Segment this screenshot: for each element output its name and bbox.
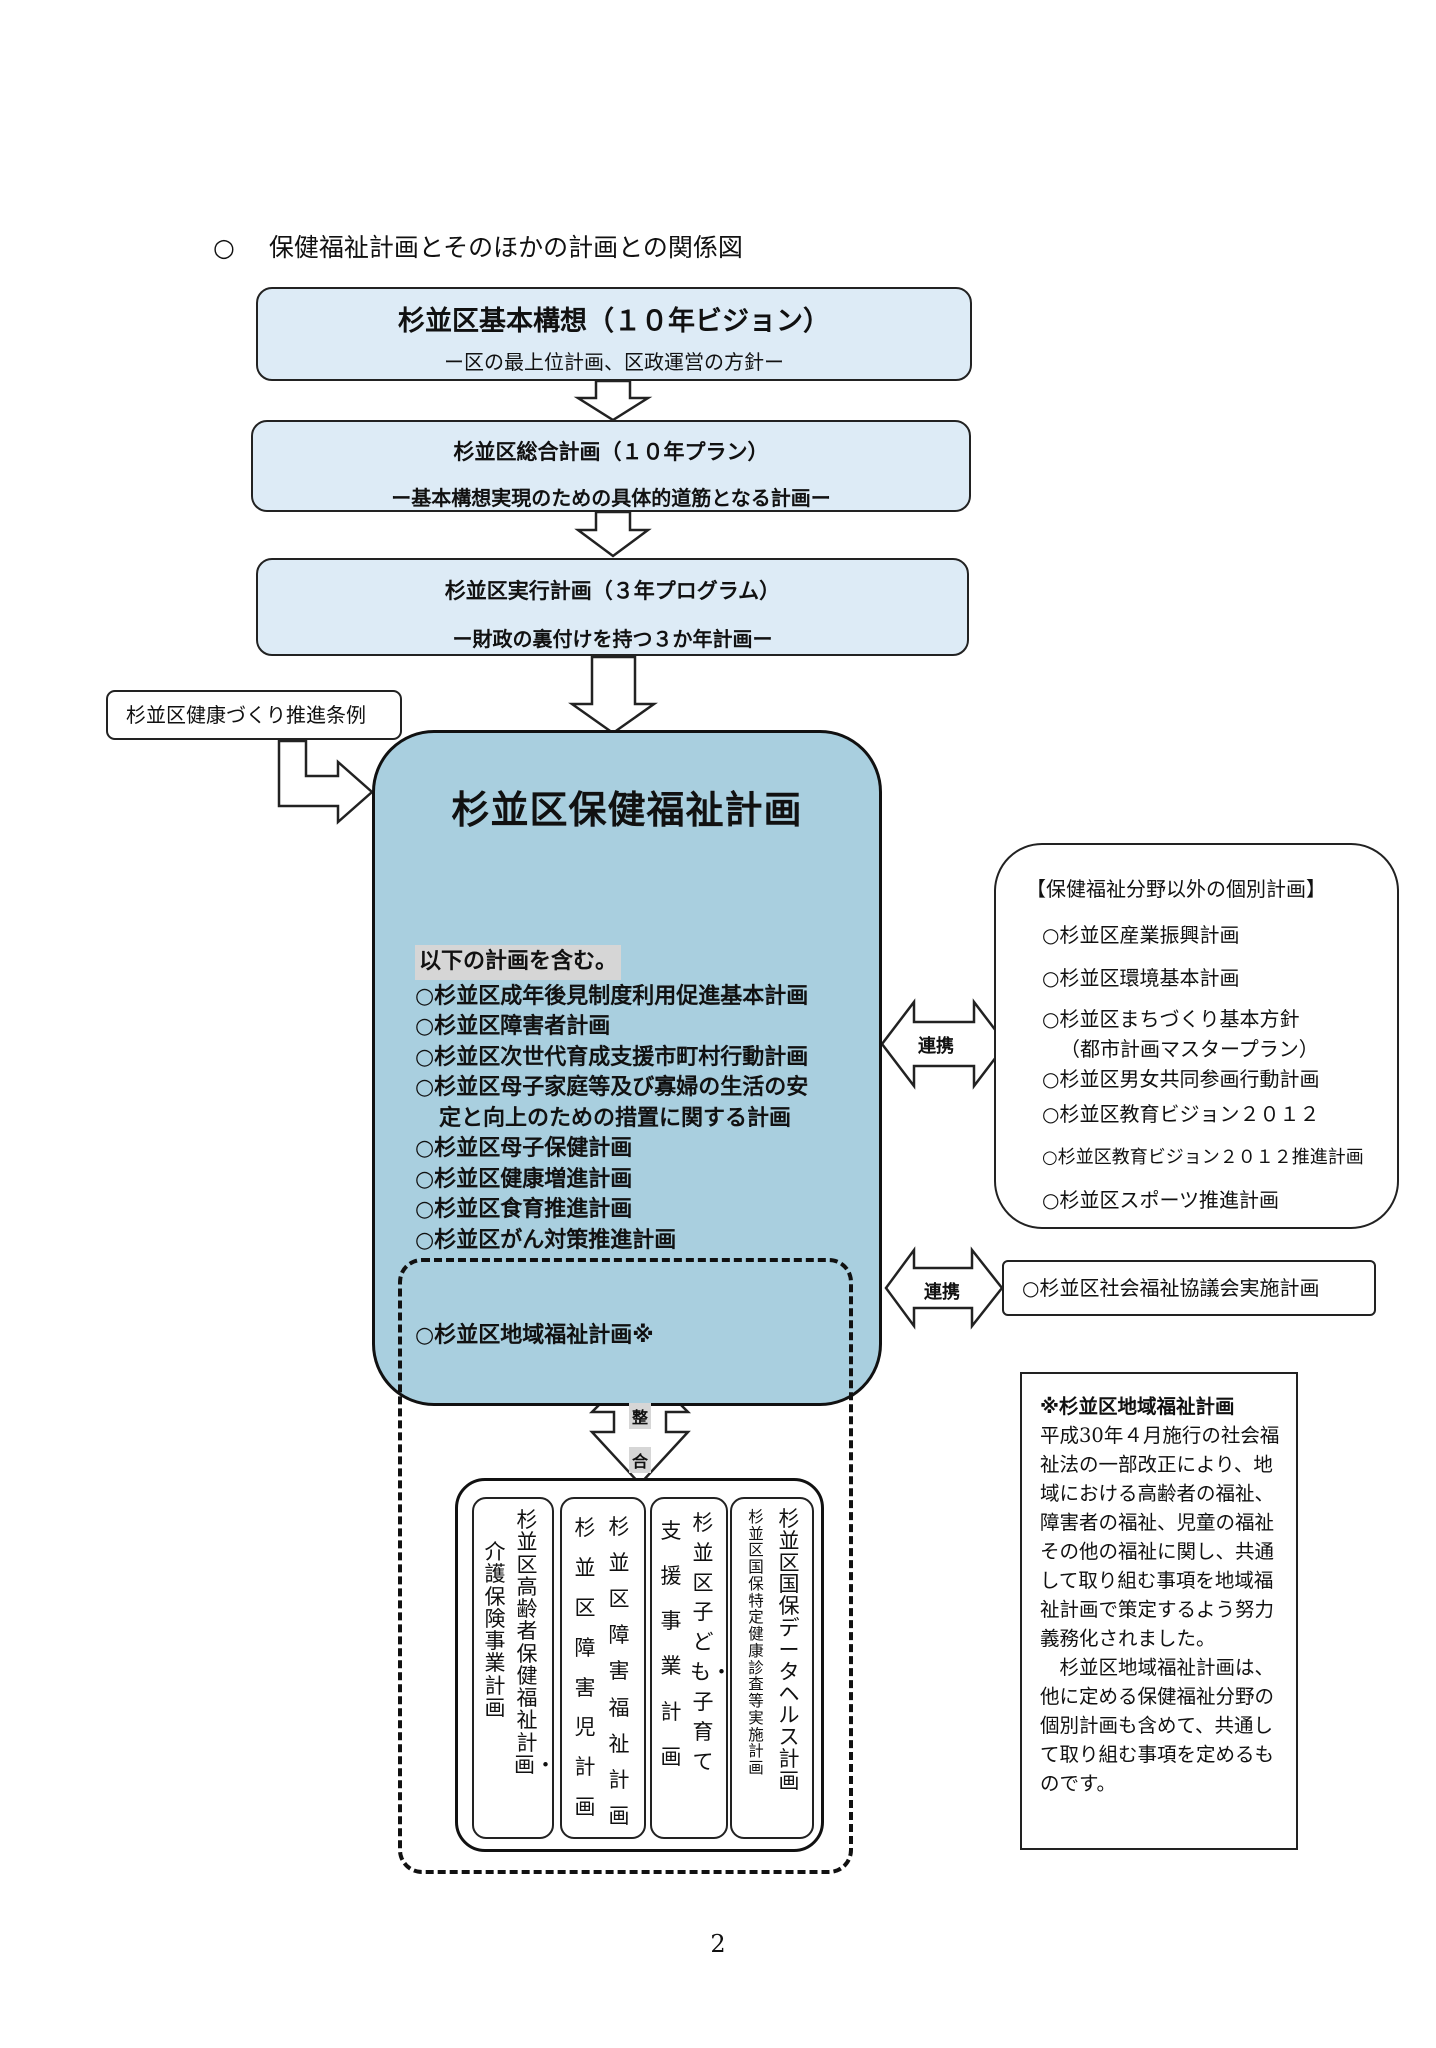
list-item: ○杉並区がん対策推進計画 xyxy=(415,1227,677,1253)
sub-plan-line: 杉並区子ども・子育て xyxy=(690,1511,732,1774)
list-item: ○杉並区健康増進計画 xyxy=(415,1166,633,1192)
included-plans-list: 以下の計画を含む。 ○杉並区成年後見制度利用促進基本計画 ○杉並区障害者計画 ○… xyxy=(415,945,808,1256)
list-item: ○杉並区次世代育成支援市町村行動計画 xyxy=(415,1044,809,1070)
health-ordinance-box: 杉並区健康づくり推進条例 xyxy=(106,690,402,740)
renkei-label-1: 連携 xyxy=(918,1036,954,1057)
community-plan-dashed-frame xyxy=(398,1258,853,1874)
sub-plan-line: 支援事業計画 xyxy=(660,1519,682,1769)
sub-plan-elderly: 杉並区高齢者保健福祉計画・ 介護保険事業計画 xyxy=(472,1497,556,1839)
includes-label: 以下の計画を含む。 xyxy=(415,945,622,980)
jikko-title: 杉並区実行計画（３年プログラム） xyxy=(444,579,781,603)
down-arrow-3 xyxy=(568,655,658,735)
vision-title: 杉並区基本構想（１０年ビジョン） xyxy=(398,306,830,337)
list-item: ○杉並区男女共同参画行動計画 xyxy=(1042,1067,1320,1091)
sub-plan-children: 杉並区子ども・子育て 支援事業計画 xyxy=(650,1497,732,1839)
sub-plan-line: 介護保険事業計画 xyxy=(484,1540,506,1720)
vision-box: 杉並区基本構想（１０年ビジョン） ー区の最上位計画、区政運営の方針ー xyxy=(256,287,972,381)
sub-plan-line: 杉並区国保特定健康診査等実施計画 xyxy=(748,1508,764,1778)
other-plans-box: 【保健福祉分野以外の個別計画】 ○杉並区産業振興計画 ○杉並区環境基本計画 ○杉… xyxy=(994,843,1399,1229)
list-item: ○杉並区まちづくり基本方針 xyxy=(1042,1007,1300,1031)
elbow-arrow xyxy=(277,739,374,825)
list-item: （都市計画マスタープラン） xyxy=(1060,1037,1319,1061)
heading-bullet: ○ xyxy=(213,233,235,262)
sub-plan-line: 杉並区高齢者保健福祉計画・ xyxy=(514,1508,556,1777)
list-item: ○杉並区教育ビジョン２０１２ xyxy=(1042,1102,1320,1126)
list-item: ○杉並区教育ビジョン２０１２推進計画 xyxy=(1042,1147,1364,1168)
sub-plan-line: 杉並区障害児計画 xyxy=(574,1516,596,1820)
list-item: ○杉並区食育推進計画 xyxy=(415,1197,633,1222)
list-item: 定と向上のための措置に関する計画 xyxy=(439,1105,792,1131)
sub-plan-line: 杉並区障害福祉計画 xyxy=(608,1515,630,1828)
sogo-subtitle: ー基本構想実現のための具体的道筋となる計画ー xyxy=(391,486,831,510)
seigo-label-1: 整 xyxy=(629,1403,652,1429)
list-item: ○杉並区産業振興計画 xyxy=(1042,923,1240,947)
heading-text: 保健福祉計画とそのほかの計画との関係図 xyxy=(268,233,743,262)
list-item: ○杉並区障害者計画 xyxy=(415,1014,611,1039)
note-title: ※杉並区地域福祉計画 xyxy=(1040,1395,1235,1418)
note-paragraph-2: 杉並区地域福祉計画は、他に定める保健福祉分野の個別計画も含めて、共通して取り組む… xyxy=(1040,1656,1275,1795)
down-arrow-2 xyxy=(574,510,652,558)
social-welfare-council-box: ○杉並区社会福祉協議会実施計画 xyxy=(1002,1260,1376,1316)
page-number: 2 xyxy=(710,1930,726,1958)
seigo-label-2: 合 xyxy=(629,1447,652,1473)
list-item: ○杉並区成年後見制度利用促進基本計画 xyxy=(415,983,809,1009)
sub-plan-line: 杉並区国保データヘルス計画 xyxy=(778,1507,800,1793)
sub-plans-box: 杉並区高齢者保健福祉計画・ 介護保険事業計画 杉並区障害福祉計画 杉並区障害児計… xyxy=(455,1478,824,1852)
health-ordinance-label: 杉並区健康づくり推進条例 xyxy=(126,703,366,727)
sogo-box: 杉並区総合計画（１０年プラン） ー基本構想実現のための具体的道筋となる計画ー xyxy=(251,420,971,512)
note-box: ※杉並区地域福祉計画 平成30年４月施行の社会福祉法の一部改正により、地域におけ… xyxy=(1020,1372,1298,1850)
list-item: ○杉並区環境基本計画 xyxy=(1042,966,1240,990)
note-paragraph-1: 平成30年４月施行の社会福祉法の一部改正により、地域における高齢者の福祉、障害者… xyxy=(1040,1424,1280,1650)
main-plan-title: 杉並区保健福祉計画 xyxy=(451,788,803,832)
list-item: ○杉並区スポーツ推進計画 xyxy=(1042,1188,1280,1212)
other-plans-header: 【保健福祉分野以外の個別計画】 xyxy=(1026,877,1326,901)
page-heading: ○ 保健福祉計画とそのほかの計画との関係図 xyxy=(213,228,743,264)
list-item: ○杉並区母子保健計画 xyxy=(415,1136,633,1161)
renkei-label-2: 連携 xyxy=(924,1282,960,1303)
sub-plan-health-data: 杉並区国保データヘルス計画 杉並区国保特定健康診査等実施計画 xyxy=(730,1497,814,1839)
sub-plan-disability: 杉並区障害福祉計画 杉並区障害児計画 xyxy=(560,1497,646,1839)
down-arrow-1 xyxy=(573,379,653,422)
jikko-subtitle: ー財政の裏付けを持つ３か年計画ー xyxy=(452,627,773,651)
sogo-title: 杉並区総合計画（１０年プラン） xyxy=(453,440,769,464)
main-plan-box: 杉並区保健福祉計画 以下の計画を含む。 ○杉並区成年後見制度利用促進基本計画 ○… xyxy=(372,730,882,1406)
social-welfare-council-label: ○杉並区社会福祉協議会実施計画 xyxy=(1022,1276,1320,1300)
list-item: ○杉並区母子家庭等及び寡婦の生活の安 xyxy=(415,1075,809,1100)
community-welfare-plan: ○杉並区地域福祉計画※ xyxy=(415,1323,654,1348)
jikko-box: 杉並区実行計画（３年プログラム） ー財政の裏付けを持つ３か年計画ー xyxy=(256,558,969,656)
vision-subtitle: ー区の最上位計画、区政運営の方針ー xyxy=(444,350,784,374)
